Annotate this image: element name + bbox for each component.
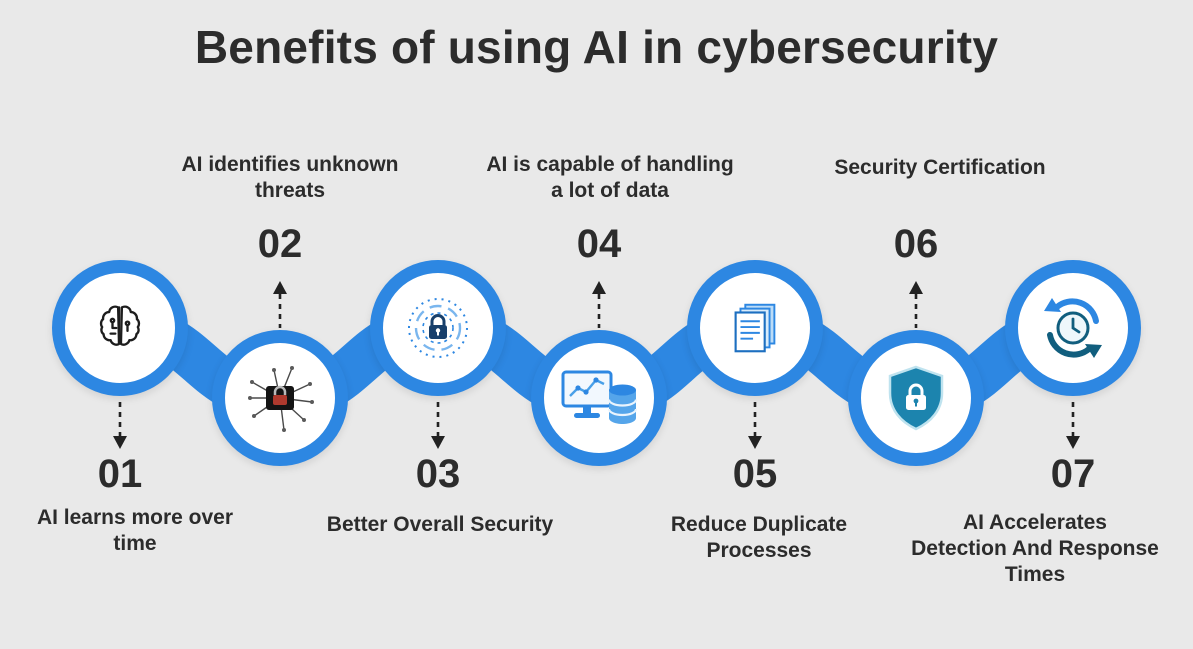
circuit-threat-icon	[248, 366, 314, 432]
step-05-number: 05	[732, 452, 778, 496]
step-03-number: 03	[415, 452, 461, 496]
step-05-arrow	[748, 402, 762, 449]
step-03-circle	[370, 260, 506, 396]
step-04-number: 04	[576, 222, 622, 266]
step-01-circle	[52, 260, 188, 396]
step-04-arrow	[592, 281, 606, 328]
step-01-arrow	[113, 402, 127, 449]
step-02-arrow	[273, 281, 287, 328]
page-title: Benefits of using AI in cybersecurity	[194, 21, 999, 73]
step-06-number: 06	[893, 222, 939, 266]
brain-icon	[99, 305, 141, 346]
step-03-label: Better Overall Security	[326, 513, 554, 536]
step-06-label: Security Certification	[834, 156, 1046, 179]
step-02-label: AI identifies unknown threats	[181, 153, 399, 203]
data-analytics-icon	[561, 370, 637, 424]
step-06-arrow	[909, 281, 923, 328]
step-07-label: AI Accelerates Detection And Response Ti…	[911, 511, 1159, 587]
step-04-circle	[531, 330, 667, 466]
step-07-number: 07	[1050, 452, 1096, 496]
step-07-arrow	[1066, 402, 1080, 449]
step-02-circle	[212, 330, 348, 466]
documents-icon	[734, 303, 776, 353]
clock-sync-icon	[1044, 298, 1102, 358]
step-02-number: 02	[257, 222, 303, 266]
step-05-circle	[687, 260, 823, 396]
secure-lock-icon	[408, 298, 468, 358]
step-05-label: Reduce Duplicate Processes	[670, 513, 848, 563]
step-03-arrow	[431, 402, 445, 449]
step-07-circle	[1005, 260, 1141, 396]
step-01-label: AI learns more over time	[36, 506, 234, 556]
step-01-number: 01	[97, 452, 143, 496]
step-06-circle	[848, 330, 984, 466]
shield-lock-icon	[888, 365, 944, 431]
step-04-label: AI is capable of handling a lot of data	[486, 153, 734, 203]
